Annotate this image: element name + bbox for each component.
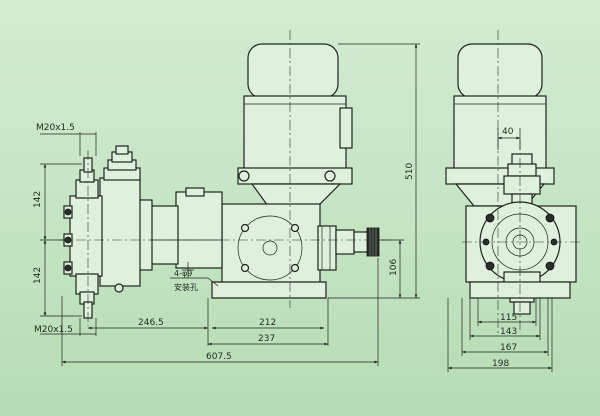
dim-base: 246.5 212 237 607.5 [61, 258, 379, 366]
pump-head-body [69, 195, 103, 277]
motor-body [243, 95, 347, 171]
dim-upper-142: 142 [33, 191, 43, 208]
suction-valve-body [75, 273, 99, 295]
dim-106: 106 [378, 239, 404, 298]
motor-terminal-box [339, 107, 353, 149]
gearbox-base [211, 281, 327, 299]
dim-607-5: 607.5 [206, 352, 232, 362]
dim-40: 40 [497, 127, 521, 150]
dim-237: 237 [258, 334, 275, 344]
hole-label: 安装孔 [174, 282, 198, 292]
dim-143: 143 [500, 327, 517, 337]
dim-198: 198 [492, 359, 509, 369]
dim-510: 510 [328, 43, 420, 299]
dim-212: 212 [259, 318, 276, 328]
dim-40-label: 40 [502, 127, 514, 137]
pump-head [63, 145, 141, 319]
dim-106-label: 106 [389, 259, 399, 276]
dim-lower-142: 142 [33, 267, 43, 284]
dim-thread-bottom: M20x1.5 [34, 318, 97, 336]
thread-bottom-label: M20x1.5 [34, 325, 73, 335]
connecting-housing [137, 187, 223, 271]
dim-142-pair: 142 142 [33, 163, 82, 317]
diaphragm-chamber [99, 177, 141, 287]
crosshead-housing [175, 191, 223, 269]
hole-callout: 4-φ9 安装孔 [170, 262, 219, 292]
thread-top-label: M20x1.5 [36, 123, 75, 133]
dim-115: 115 [500, 313, 517, 323]
dim-thread-top: M20x1.5 [36, 123, 97, 156]
stroke-adjuster [335, 227, 380, 257]
motor [237, 43, 353, 207]
gearbox [211, 203, 337, 299]
dim-167: 167 [500, 343, 517, 353]
front-width-dims: 115 143 167 198 [447, 298, 553, 372]
dim-246-5: 246.5 [138, 318, 164, 328]
motor-adapter [250, 183, 342, 207]
hole-spec: 4-φ9 [174, 269, 192, 278]
outlet-fitting [75, 179, 99, 199]
dim-510-label: 510 [405, 163, 415, 180]
front-motor-cover [457, 43, 543, 99]
front-view: 40 115 143 167 198 [445, 30, 580, 372]
side-view: M20x1.5 M20x1.5 142 142 246.5 [33, 30, 420, 366]
motor-fan-cover [247, 43, 339, 99]
